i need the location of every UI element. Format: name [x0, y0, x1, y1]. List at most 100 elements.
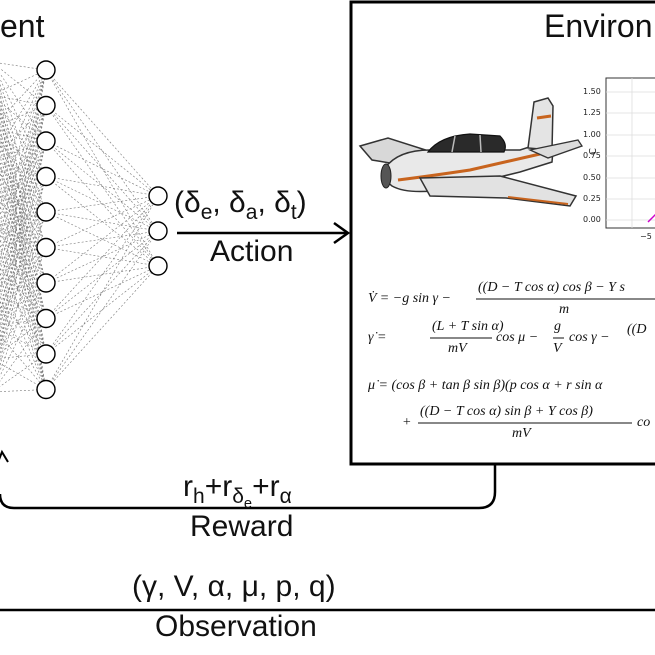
- eq-mudot-tail: co: [637, 415, 651, 430]
- input-hidden-edge: [0, 105, 47, 352]
- observation-label: Observation: [155, 610, 317, 643]
- input-hidden-edge: [0, 247, 47, 344]
- eq-vdot-num: ((D − T cos α) cos β − Y s: [478, 280, 625, 295]
- eq-gammadot-tail2: ((D: [627, 322, 647, 337]
- environment-box: [349, 0, 655, 466]
- hidden-output-edge: [45, 176, 159, 197]
- input-hidden-edge: [0, 211, 47, 226]
- hidden-output-edge: [45, 230, 159, 284]
- equation-fraction-bars: [418, 298, 655, 424]
- input-hidden-edge: [0, 176, 47, 305]
- environment-title: Environ: [544, 8, 653, 44]
- input-hidden-edge: [0, 162, 47, 177]
- reward-arrow-head: [0, 449, 9, 463]
- input-hidden-edge: [0, 306, 47, 390]
- observation-tuple: (γ, V, α, μ, p, q): [132, 570, 336, 603]
- input-hidden-edge: [0, 247, 47, 372]
- eq-mudot-den: mV: [512, 426, 531, 441]
- hidden-output-edge: [45, 105, 159, 232]
- hidden-output-edge: [45, 195, 159, 213]
- aircraft-illustration: [358, 97, 584, 207]
- input-hidden-edge: [0, 250, 47, 390]
- input-hidden-edge: [0, 69, 47, 149]
- hidden-output-edge: [45, 265, 159, 390]
- hidden-node: [36, 166, 56, 187]
- input-hidden-edge: [0, 173, 47, 248]
- hidden-output-edge: [45, 211, 159, 267]
- eq-gammadot-den: mV: [448, 341, 467, 356]
- input-hidden-edge: [0, 83, 47, 213]
- input-hidden-edge: [0, 105, 47, 125]
- hidden-output-edge: [45, 69, 159, 232]
- input-hidden-edge: [0, 105, 47, 154]
- input-hidden-edge: [0, 216, 47, 355]
- hidden-output-edge: [45, 105, 159, 267]
- input-hidden-edge: [0, 168, 47, 213]
- input-hidden-edge: [0, 140, 47, 187]
- hidden-node: [36, 273, 56, 293]
- input-hidden-edge: [0, 144, 47, 248]
- eq-vdot-lhs: V̇ = −g sin γ −: [368, 291, 451, 306]
- eq-gammadot-V: V: [553, 341, 562, 356]
- input-hidden-edge: [0, 78, 47, 177]
- input-hidden-edge: [0, 88, 47, 248]
- eq-gammadot-num: (L + T sin α): [432, 319, 504, 334]
- eq-mudot-num: ((D − T cos α) sin β + Y cos β): [420, 404, 593, 419]
- action-tuple: (δe, δa, δt): [174, 186, 307, 224]
- input-hidden-edge: [0, 188, 47, 355]
- input-hidden-edge: [0, 196, 47, 213]
- input-hidden-edge: [0, 105, 47, 323]
- output-node: [148, 186, 168, 206]
- input-hidden-edge: [0, 140, 47, 215]
- input-hidden-edge: [0, 121, 47, 284]
- input-hidden-edge: [0, 111, 47, 213]
- input-hidden-edge: [0, 282, 47, 377]
- input-hidden-edge: [0, 193, 47, 390]
- input-hidden-edge: [0, 211, 47, 310]
- input-hidden-edge: [0, 211, 47, 319]
- input-hidden-edge: [0, 69, 47, 347]
- input-hidden-edge: [0, 69, 47, 318]
- input-hidden-edge: [0, 268, 47, 319]
- hidden-output-edge: [45, 230, 159, 390]
- input-hidden-edge: [0, 116, 47, 248]
- input-hidden-edge: [0, 282, 47, 349]
- hidden-node: [36, 344, 56, 364]
- agent-title: ent: [0, 8, 45, 44]
- inset-ytick-5: 0.25: [583, 194, 601, 203]
- reward-label: Reward: [190, 510, 294, 543]
- hidden-node: [36, 379, 56, 400]
- input-hidden-edge: [0, 68, 47, 106]
- eq-gammadot-g: g: [554, 319, 561, 334]
- inset-ytick-6: 0.00: [583, 215, 601, 224]
- input-hidden-edge: [0, 176, 47, 249]
- input-hidden-edge: [0, 165, 47, 390]
- hidden-node: [36, 60, 56, 80]
- network-connections: [0, 62, 159, 392]
- hidden-node: [36, 237, 56, 258]
- input-hidden-edge: [0, 176, 47, 220]
- hidden-node: [36, 131, 56, 151]
- input-hidden-edge: [0, 69, 47, 177]
- input-hidden-edge: [0, 140, 47, 159]
- hidden-output-edge: [45, 69, 159, 197]
- input-hidden-edge: [0, 134, 47, 177]
- inset-ytick-1: 1.25: [583, 108, 601, 117]
- input-hidden-edge: [0, 106, 47, 177]
- input-hidden-edge: [0, 131, 47, 355]
- input-hidden-edge: [0, 139, 47, 213]
- inset-ytick-0: 1.50: [583, 87, 601, 96]
- input-hidden-edge: [0, 155, 47, 319]
- inset-ytick-4: 0.50: [583, 173, 601, 182]
- eq-vdot-den: m: [559, 302, 570, 317]
- input-hidden-edge: [0, 105, 47, 182]
- input-hidden-edge: [0, 211, 47, 282]
- input-hidden-edge: [0, 69, 47, 120]
- output-node: [148, 256, 168, 276]
- hidden-output-edge: [45, 195, 159, 355]
- input-hidden-edge: [0, 211, 47, 367]
- input-hidden-edge: [0, 263, 47, 284]
- input-hidden-edge: [0, 318, 47, 382]
- reward-feedback-loop: [0, 464, 497, 510]
- hidden-node: [36, 202, 56, 222]
